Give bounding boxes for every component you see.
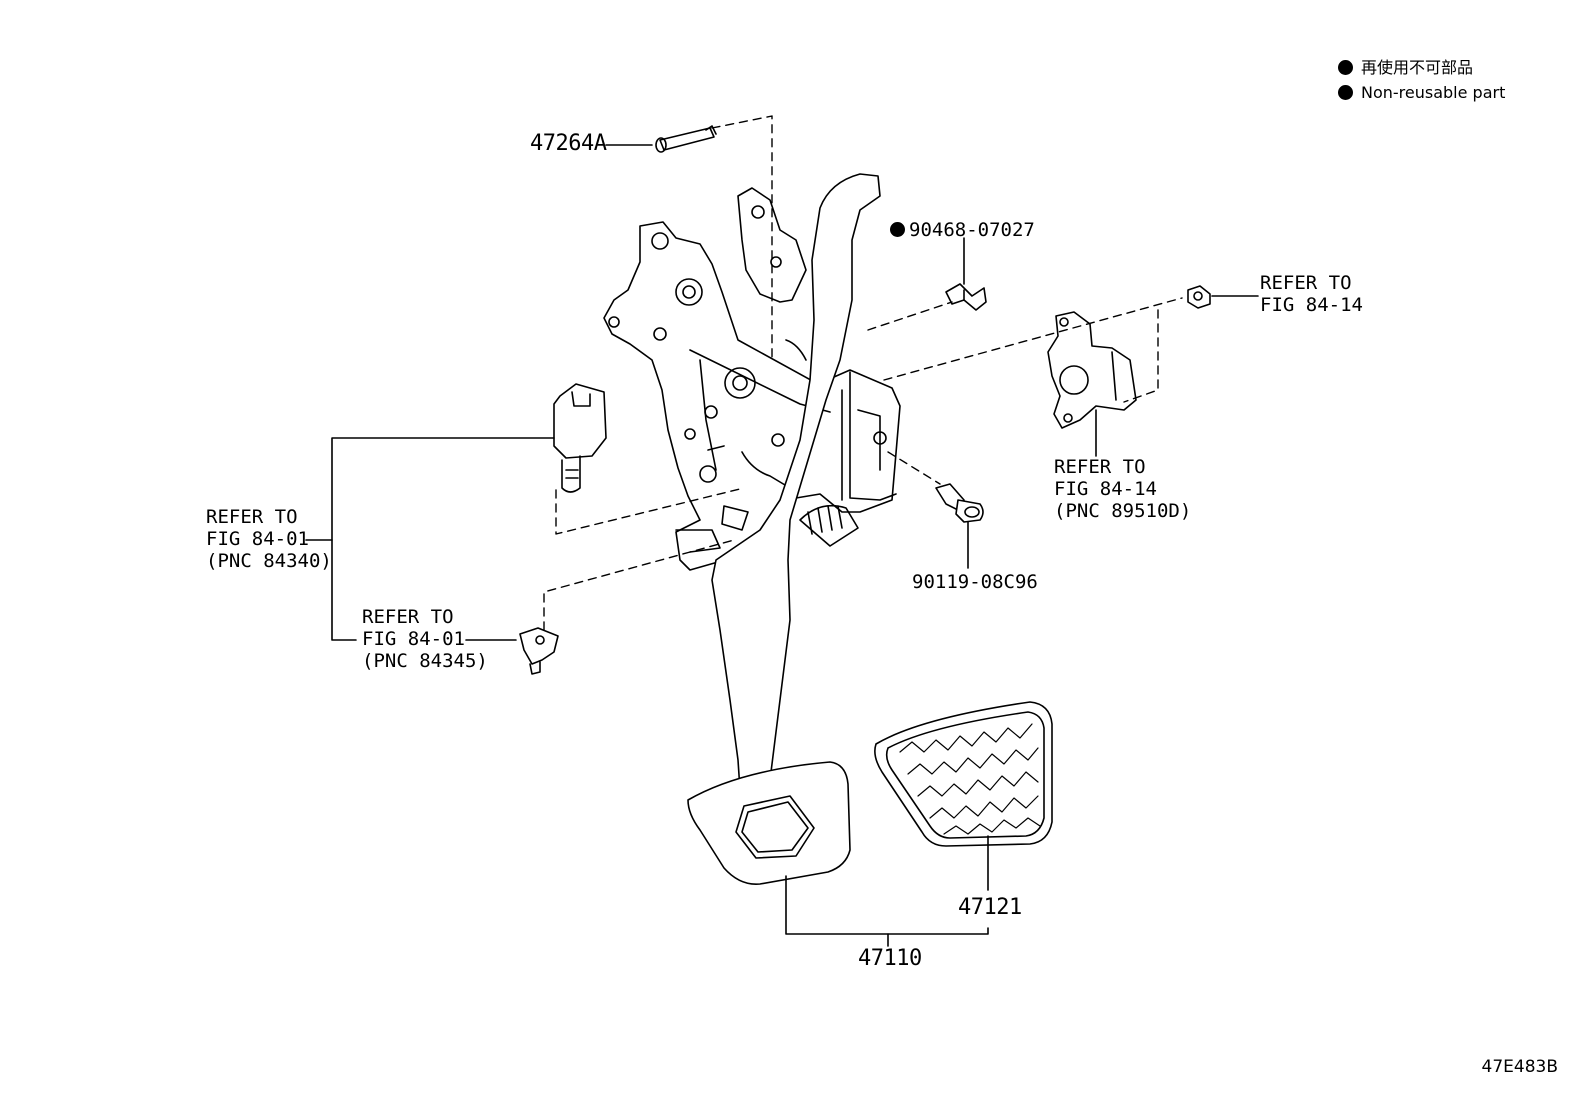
reference-sensor[interactable]: REFER TO FIG 84-14 (PNC 89510D) bbox=[1054, 456, 1191, 522]
legend: 再使用不可部品 Non-reusable part bbox=[1338, 55, 1505, 105]
reference-line: FIG 84-01 bbox=[362, 628, 465, 650]
clip-part bbox=[945, 283, 987, 311]
reference-line: FIG 84-01 bbox=[206, 528, 309, 550]
bolt-part bbox=[935, 483, 984, 523]
pedal-cushion bbox=[519, 627, 559, 675]
legend-row-jp: 再使用不可部品 bbox=[1338, 55, 1505, 80]
pedal-arm bbox=[711, 173, 881, 791]
reference-line: (PNC 84345) bbox=[362, 650, 488, 672]
pedal-position-sensor bbox=[1047, 311, 1137, 429]
guide-lines bbox=[543, 115, 1183, 631]
reference-line: (PNC 89510D) bbox=[1054, 500, 1192, 522]
reference-line: REFER TO bbox=[362, 606, 454, 628]
reference-line: (PNC 84340) bbox=[206, 550, 332, 572]
pedal-pad-rubber bbox=[874, 701, 1053, 847]
non-reusable-dot-icon bbox=[890, 222, 905, 237]
non-reusable-dot-icon bbox=[1338, 60, 1353, 75]
part-number-clip: 90468-07027 bbox=[909, 219, 1035, 241]
reference-switch[interactable]: REFER TO FIG 84-01 (PNC 84340) bbox=[206, 506, 332, 572]
non-reusable-dot-icon bbox=[1338, 85, 1353, 100]
stop-lamp-switch bbox=[553, 383, 607, 493]
reference-line: REFER TO bbox=[206, 506, 298, 528]
leader-lines bbox=[305, 237, 1259, 947]
legend-row-en: Non-reusable part bbox=[1338, 80, 1505, 105]
part-label-pedal-assy[interactable]: 47110 bbox=[858, 946, 922, 971]
pedal-pad-base bbox=[687, 761, 851, 885]
part-label-bolt[interactable]: 90119-08C96 bbox=[912, 571, 1038, 593]
pedal-bracket bbox=[603, 221, 901, 571]
reference-line: REFER TO bbox=[1260, 272, 1352, 294]
reference-nut[interactable]: REFER TO FIG 84-14 bbox=[1260, 272, 1363, 316]
pin-part bbox=[655, 125, 717, 153]
legend-text-jp: 再使用不可部品 bbox=[1361, 58, 1474, 77]
reference-line: FIG 84-14 bbox=[1054, 478, 1157, 500]
nut-part bbox=[1187, 285, 1211, 309]
reference-line: REFER TO bbox=[1054, 456, 1146, 478]
part-label-pin[interactable]: 47264A bbox=[530, 131, 607, 156]
part-label-pad[interactable]: 47121 bbox=[958, 895, 1022, 920]
legend-text-en: Non-reusable part bbox=[1361, 83, 1506, 102]
part-label-clip[interactable]: 90468-07027 bbox=[890, 219, 1035, 241]
reference-cushion[interactable]: REFER TO FIG 84-01 (PNC 84345) bbox=[362, 606, 488, 672]
figure-code: 47E483B bbox=[1481, 1057, 1558, 1077]
reference-line: FIG 84-14 bbox=[1260, 294, 1363, 316]
